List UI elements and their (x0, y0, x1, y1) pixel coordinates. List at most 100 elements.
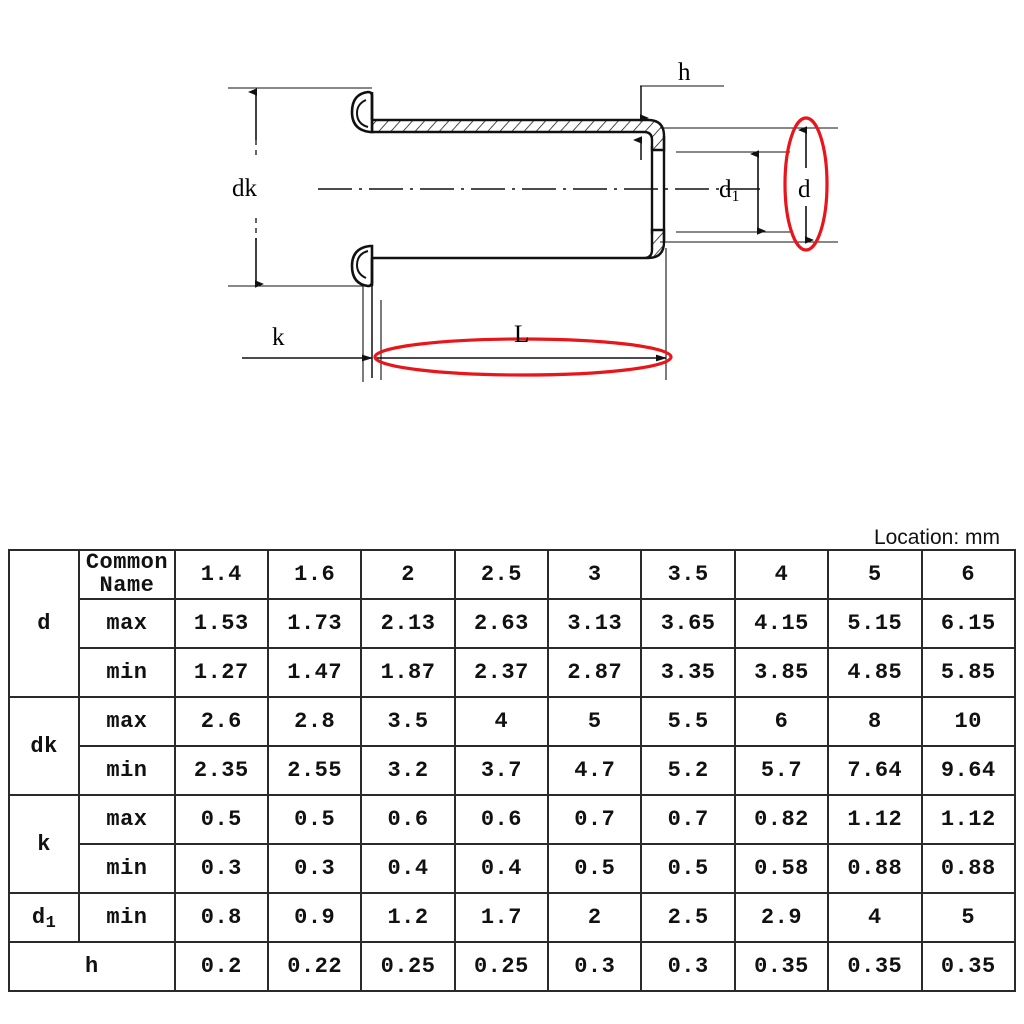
table-cell: 1.2 (360, 892, 456, 943)
table-cell: 10 (920, 696, 1017, 747)
column-header-2: 2 (360, 549, 456, 600)
table-cell: 2.37 (453, 647, 550, 698)
label-dk: dk (232, 175, 257, 202)
table-cell: 0.25 (453, 941, 550, 992)
row-subheader-min: min (78, 843, 176, 894)
column-header-5: 5 (827, 549, 923, 600)
table-cell: 6 (733, 696, 830, 747)
table-cell: 1.12 (827, 794, 923, 845)
table-cell: 0.2 (173, 941, 270, 992)
row-subheader-min: min (78, 647, 176, 698)
table-cell: 5.15 (827, 598, 923, 649)
table-cell: 3.65 (640, 598, 736, 649)
column-header-4: 4 (733, 549, 830, 600)
column-header-6: 6 (920, 549, 1017, 600)
label-h: h (678, 59, 691, 86)
table-cell: 0.5 (173, 794, 270, 845)
table-cell: 0.22 (266, 941, 363, 992)
table-cell: 0.4 (453, 843, 550, 894)
table-cell: 1.47 (266, 647, 363, 698)
table-cell: 5 (547, 696, 643, 747)
table-cell: 0.35 (827, 941, 923, 992)
label-d: d (798, 176, 811, 203)
table-cell: 4 (453, 696, 550, 747)
table-cell: 3.13 (547, 598, 643, 649)
table-cell: 2.87 (547, 647, 643, 698)
table-cell: 2.35 (173, 745, 270, 796)
table-cell: 1.27 (173, 647, 270, 698)
table-cell: 6.15 (920, 598, 1017, 649)
table-cell: 0.5 (640, 843, 736, 894)
table-cell: 7.64 (827, 745, 923, 796)
rivet-body (350, 90, 666, 288)
technical-drawing: dk k L h d1 d (0, 0, 1024, 500)
table-cell: 0.6 (453, 794, 550, 845)
row-group-label-d: d (7, 549, 81, 698)
label-d1: d1 (719, 176, 740, 205)
table-cell: 2.13 (360, 598, 456, 649)
row-subheader-max: max (78, 696, 176, 747)
table-cell: 0.6 (360, 794, 456, 845)
table-cell: 1.53 (173, 598, 270, 649)
table-cell: 0.5 (547, 843, 643, 894)
table-cell: 5.85 (920, 647, 1017, 698)
dim-k (242, 270, 373, 378)
table-cell: 0.88 (920, 843, 1017, 894)
table-cell: 4 (827, 892, 923, 943)
table-cell: 1.7 (453, 892, 550, 943)
table-cell: 4.85 (827, 647, 923, 698)
table-cell: 2.63 (453, 598, 550, 649)
table-cell: 0.88 (827, 843, 923, 894)
table-cell: 0.7 (547, 794, 643, 845)
table-cell: 0.4 (360, 843, 456, 894)
table-cell: 3.2 (360, 745, 456, 796)
table-cell: 4.7 (547, 745, 643, 796)
table-cell: 3.5 (360, 696, 456, 747)
table-cell: 5.7 (733, 745, 830, 796)
table-cell: 1.12 (920, 794, 1017, 845)
table-cell: 9.64 (920, 745, 1017, 796)
table-cell: 0.3 (640, 941, 736, 992)
table-cell: 1.73 (266, 598, 363, 649)
table-cell: 4.15 (733, 598, 830, 649)
table-cell: 0.35 (733, 941, 830, 992)
row-group-label-d1: d1 (7, 892, 81, 943)
row-group-label-k: k (7, 794, 81, 894)
row-subheader-max: max (78, 794, 176, 845)
table-cell: 0.3 (547, 941, 643, 992)
table-cell: 2.6 (173, 696, 270, 747)
highlight-ellipse-length (373, 337, 673, 377)
table-cell: 3.35 (640, 647, 736, 698)
table-cell: 0.8 (173, 892, 270, 943)
column-header-3.5: 3.5 (640, 549, 736, 600)
table-cell: 0.58 (733, 843, 830, 894)
column-header-1.6: 1.6 (266, 549, 363, 600)
table-cell: 2.5 (640, 892, 736, 943)
table-cell: 0.35 (920, 941, 1017, 992)
column-header-1.4: 1.4 (173, 549, 270, 600)
table-cell: 3.85 (733, 647, 830, 698)
table-cell: 1.87 (360, 647, 456, 698)
row-group-label-h: h (8, 941, 176, 992)
table-cell: 0.82 (733, 794, 830, 845)
table-cell: 3.7 (453, 745, 550, 796)
table-cell: 2.8 (266, 696, 363, 747)
table-cell: 2.55 (266, 745, 363, 796)
units-note: Location: mm (873, 526, 1000, 549)
table-cell: 0.3 (266, 843, 363, 894)
table-cell: 5 (920, 892, 1017, 943)
column-header-2.5: 2.5 (453, 549, 550, 600)
table-cell: 2.9 (733, 892, 830, 943)
